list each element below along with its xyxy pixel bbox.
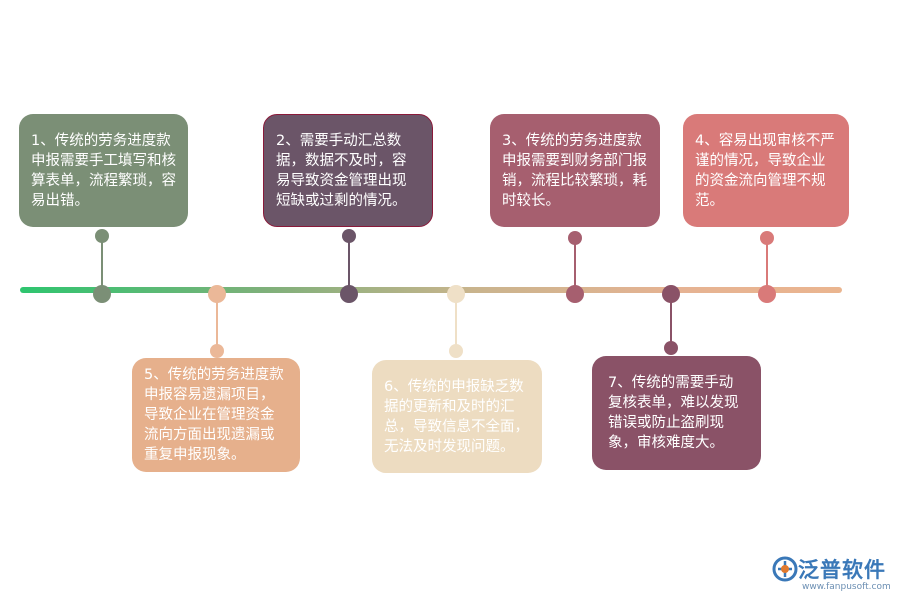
step-4-node [758, 285, 776, 303]
step-2-card: 2、需要手动汇总数据，数据不及时，容易导致资金管理出现短缺或过剩的情况。 [263, 114, 433, 227]
step-2-connector-dot [342, 229, 356, 243]
logo-url: www.fanpusoft.com [802, 582, 891, 592]
timeline-bar [20, 287, 842, 293]
step-3-node [566, 285, 584, 303]
step-7-card: 7、传统的需要手动复核表单，难以发现错误或防止盗刷现象，审核难度大。 [592, 356, 761, 470]
step-6-connector-dot [449, 344, 463, 358]
fanpusoft-logo: 泛普软件 www.fanpusoft.com [772, 554, 891, 594]
step-1-card: 1、传统的劳务进度款申报需要手工填写和核算表单，流程繁琐，容易出错。 [19, 114, 188, 227]
step-3-text: 3、传统的劳务进度款申报需要到财务部门报销，流程比较繁琐，耗时较长。 [502, 132, 647, 209]
step-5-text: 5、传统的劳务进度款申报容易遗漏项目，导致企业在管理资金流向方面出现遗漏或重复申… [144, 367, 284, 463]
step-4-card: 4、容易出现审核不严谨的情况，导致企业的资金流向管理不规范。 [683, 114, 849, 227]
step-6-card: 6、传统的申报缺乏数据的更新和及时的汇总，导致信息不全面，无法及时发现问题。 [372, 360, 542, 473]
step-2-text: 2、需要手动汇总数据，数据不及时，容易导致资金管理出现短缺或过剩的情况。 [276, 132, 407, 209]
step-7-stem [670, 300, 672, 345]
step-1-text: 1、传统的劳务进度款申报需要手工填写和核算表单，流程繁琐，容易出错。 [31, 132, 176, 209]
step-2-node [340, 285, 358, 303]
logo-name: 泛普软件 [798, 558, 886, 582]
step-1-stem [101, 240, 103, 288]
step-2-stem [348, 240, 350, 288]
step-4-text: 4、容易出现审核不严谨的情况，导致企业的资金流向管理不规范。 [695, 132, 835, 209]
logo-mark-icon [772, 556, 798, 582]
step-3-connector-dot [568, 231, 582, 245]
step-6-text: 6、传统的申报缺乏数据的更新和及时的汇总，导致信息不全面，无法及时发现问题。 [384, 378, 529, 455]
step-1-node [93, 285, 111, 303]
step-7-node [662, 285, 680, 303]
step-7-text: 7、传统的需要手动复核表单，难以发现错误或防止盗刷现象，审核难度大。 [608, 375, 739, 451]
step-5-node [208, 285, 226, 303]
step-5-card: 5、传统的劳务进度款申报容易遗漏项目，导致企业在管理资金流向方面出现遗漏或重复申… [132, 358, 300, 472]
step-4-stem [766, 242, 768, 288]
step-6-stem [455, 300, 457, 350]
step-3-card: 3、传统的劳务进度款申报需要到财务部门报销，流程比较繁琐，耗时较长。 [490, 114, 660, 227]
step-4-connector-dot [760, 231, 774, 245]
step-3-stem [574, 242, 576, 288]
step-1-connector-dot [95, 229, 109, 243]
step-5-connector-dot [210, 344, 224, 358]
step-7-connector-dot [664, 341, 678, 355]
step-5-stem [216, 300, 218, 350]
step-6-node [447, 285, 465, 303]
